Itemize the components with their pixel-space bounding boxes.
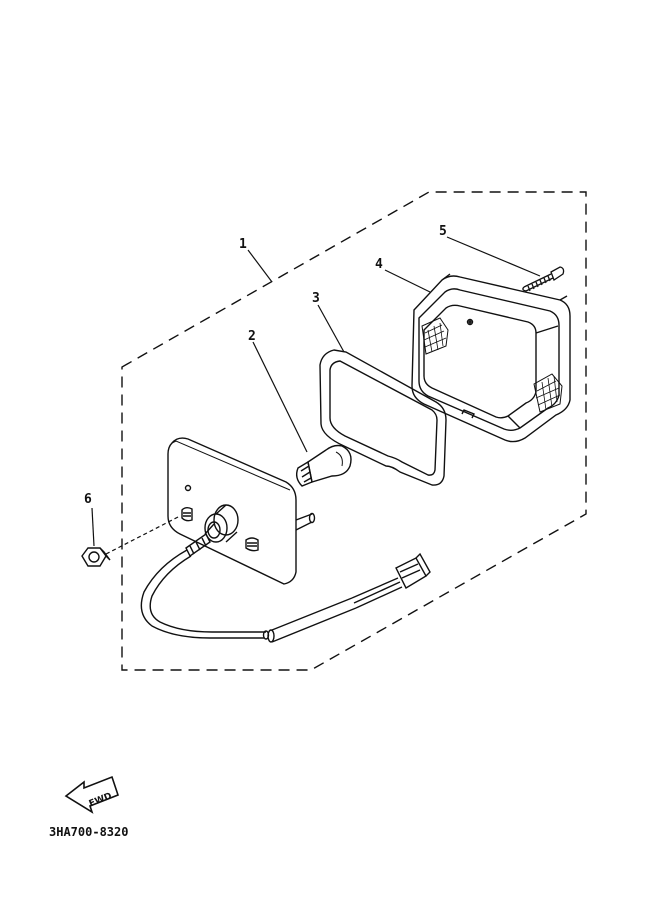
screw[interactable] [522, 266, 565, 292]
callout-6: 6 [84, 492, 92, 507]
callout-4: 4 [375, 257, 383, 272]
diagram-code: 3HA700-8320 [49, 825, 128, 839]
callout-1: 1 [239, 237, 247, 252]
base-plate[interactable] [167, 437, 316, 585]
assembly-boundary [121, 191, 587, 671]
bulb[interactable] [295, 444, 352, 487]
gasket[interactable] [319, 349, 447, 486]
bulb-socket[interactable] [204, 504, 239, 543]
lens-housing[interactable] [411, 273, 571, 443]
callout-5: 5 [439, 224, 447, 239]
fwd-arrow-icon: FWD [64, 775, 119, 814]
callout-2: 2 [248, 329, 256, 344]
callout-3: 3 [312, 291, 320, 306]
wire-harness[interactable] [140, 532, 431, 643]
nut[interactable] [81, 547, 111, 567]
leader-lines [91, 236, 541, 555]
